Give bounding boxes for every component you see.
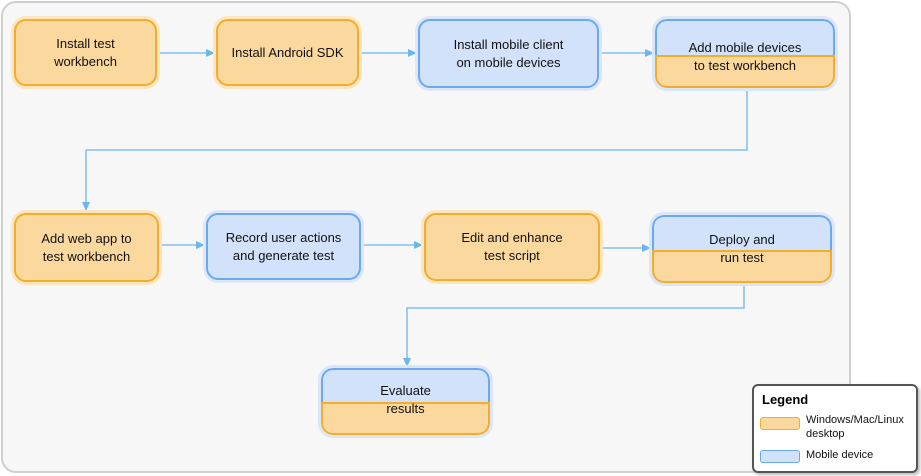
step-install-android-sdk: Install Android SDK: [216, 19, 359, 86]
step-add-web-app: Add web app to test workbench: [14, 213, 159, 282]
legend-desktop-label: Windows/Mac/Linux desktop: [806, 414, 904, 440]
step-add-mobile-devices: Add mobile devices to test workbench: [655, 19, 835, 88]
legend-mobile-label: Mobile device: [806, 449, 874, 461]
step-install-test-workbench: Install test workbench: [14, 19, 157, 86]
arrow-devices-to-webapp: [82, 88, 748, 211]
legend: Legend Windows/Mac/Linux desktop Mobile …: [752, 384, 918, 473]
legend-desktop-swatch: [760, 417, 800, 430]
step-record-user-actions: Record user actions and generate test: [206, 213, 361, 280]
step-edit-enhance-script: Edit and enhance test script: [424, 213, 600, 281]
legend-title: Legend: [762, 392, 809, 407]
arrow-deploy-to-evaluate: [403, 283, 745, 367]
legend-mobile-swatch: [760, 450, 800, 463]
step-deploy-run-test: Deploy and run test: [652, 215, 832, 283]
step-install-mobile-client: Install mobile client on mobile devices: [418, 19, 599, 88]
step-evaluate-results: Evaluate results: [321, 368, 490, 435]
step-deploy-run-test-label: Deploy and run test: [709, 232, 775, 265]
step-add-mobile-devices-label: Add mobile devices to test workbench: [688, 40, 802, 73]
step-evaluate-results-label: Evaluate results: [380, 383, 431, 416]
